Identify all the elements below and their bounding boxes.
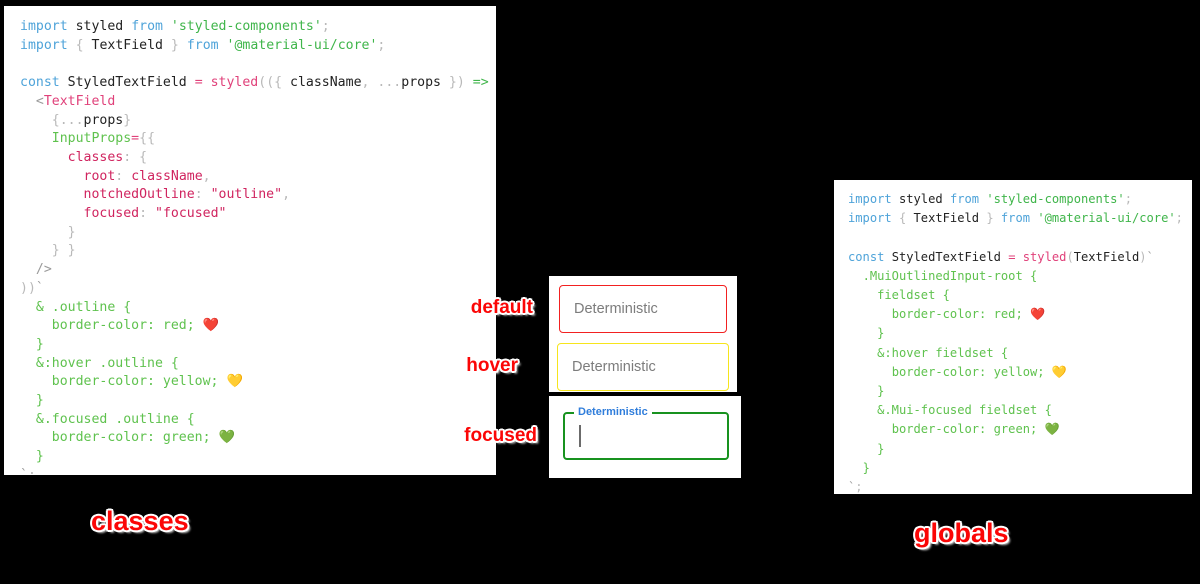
classes-code-block: import styled from 'styled-components'; … [20,19,489,475]
callout-label-hover: hover [466,355,518,376]
preview-panel-default-hover: Deterministic Deterministic [549,276,737,392]
callout-label-focused: focused [464,425,537,446]
section-title-classes: classes [91,506,189,536]
callout-label-default: default [470,297,533,318]
classes-code-panel: import styled from 'styled-components'; … [4,6,496,475]
text-field-focused-legend: Deterministic [574,406,652,418]
text-field-default-value: Deterministic [574,301,658,317]
text-field-hover-value: Deterministic [572,359,656,375]
globals-code-panel: import styled from 'styled-components'; … [834,180,1192,494]
text-field-hover[interactable]: Deterministic [557,343,729,391]
preview-panel-focused: Deterministic [549,396,741,478]
globals-code-block: import styled from 'styled-components'; … [848,192,1183,494]
text-cursor-caret [579,425,581,447]
text-field-default[interactable]: Deterministic [559,285,727,333]
section-title-globals: globals [914,518,1009,548]
text-field-focused[interactable]: Deterministic [563,406,729,460]
